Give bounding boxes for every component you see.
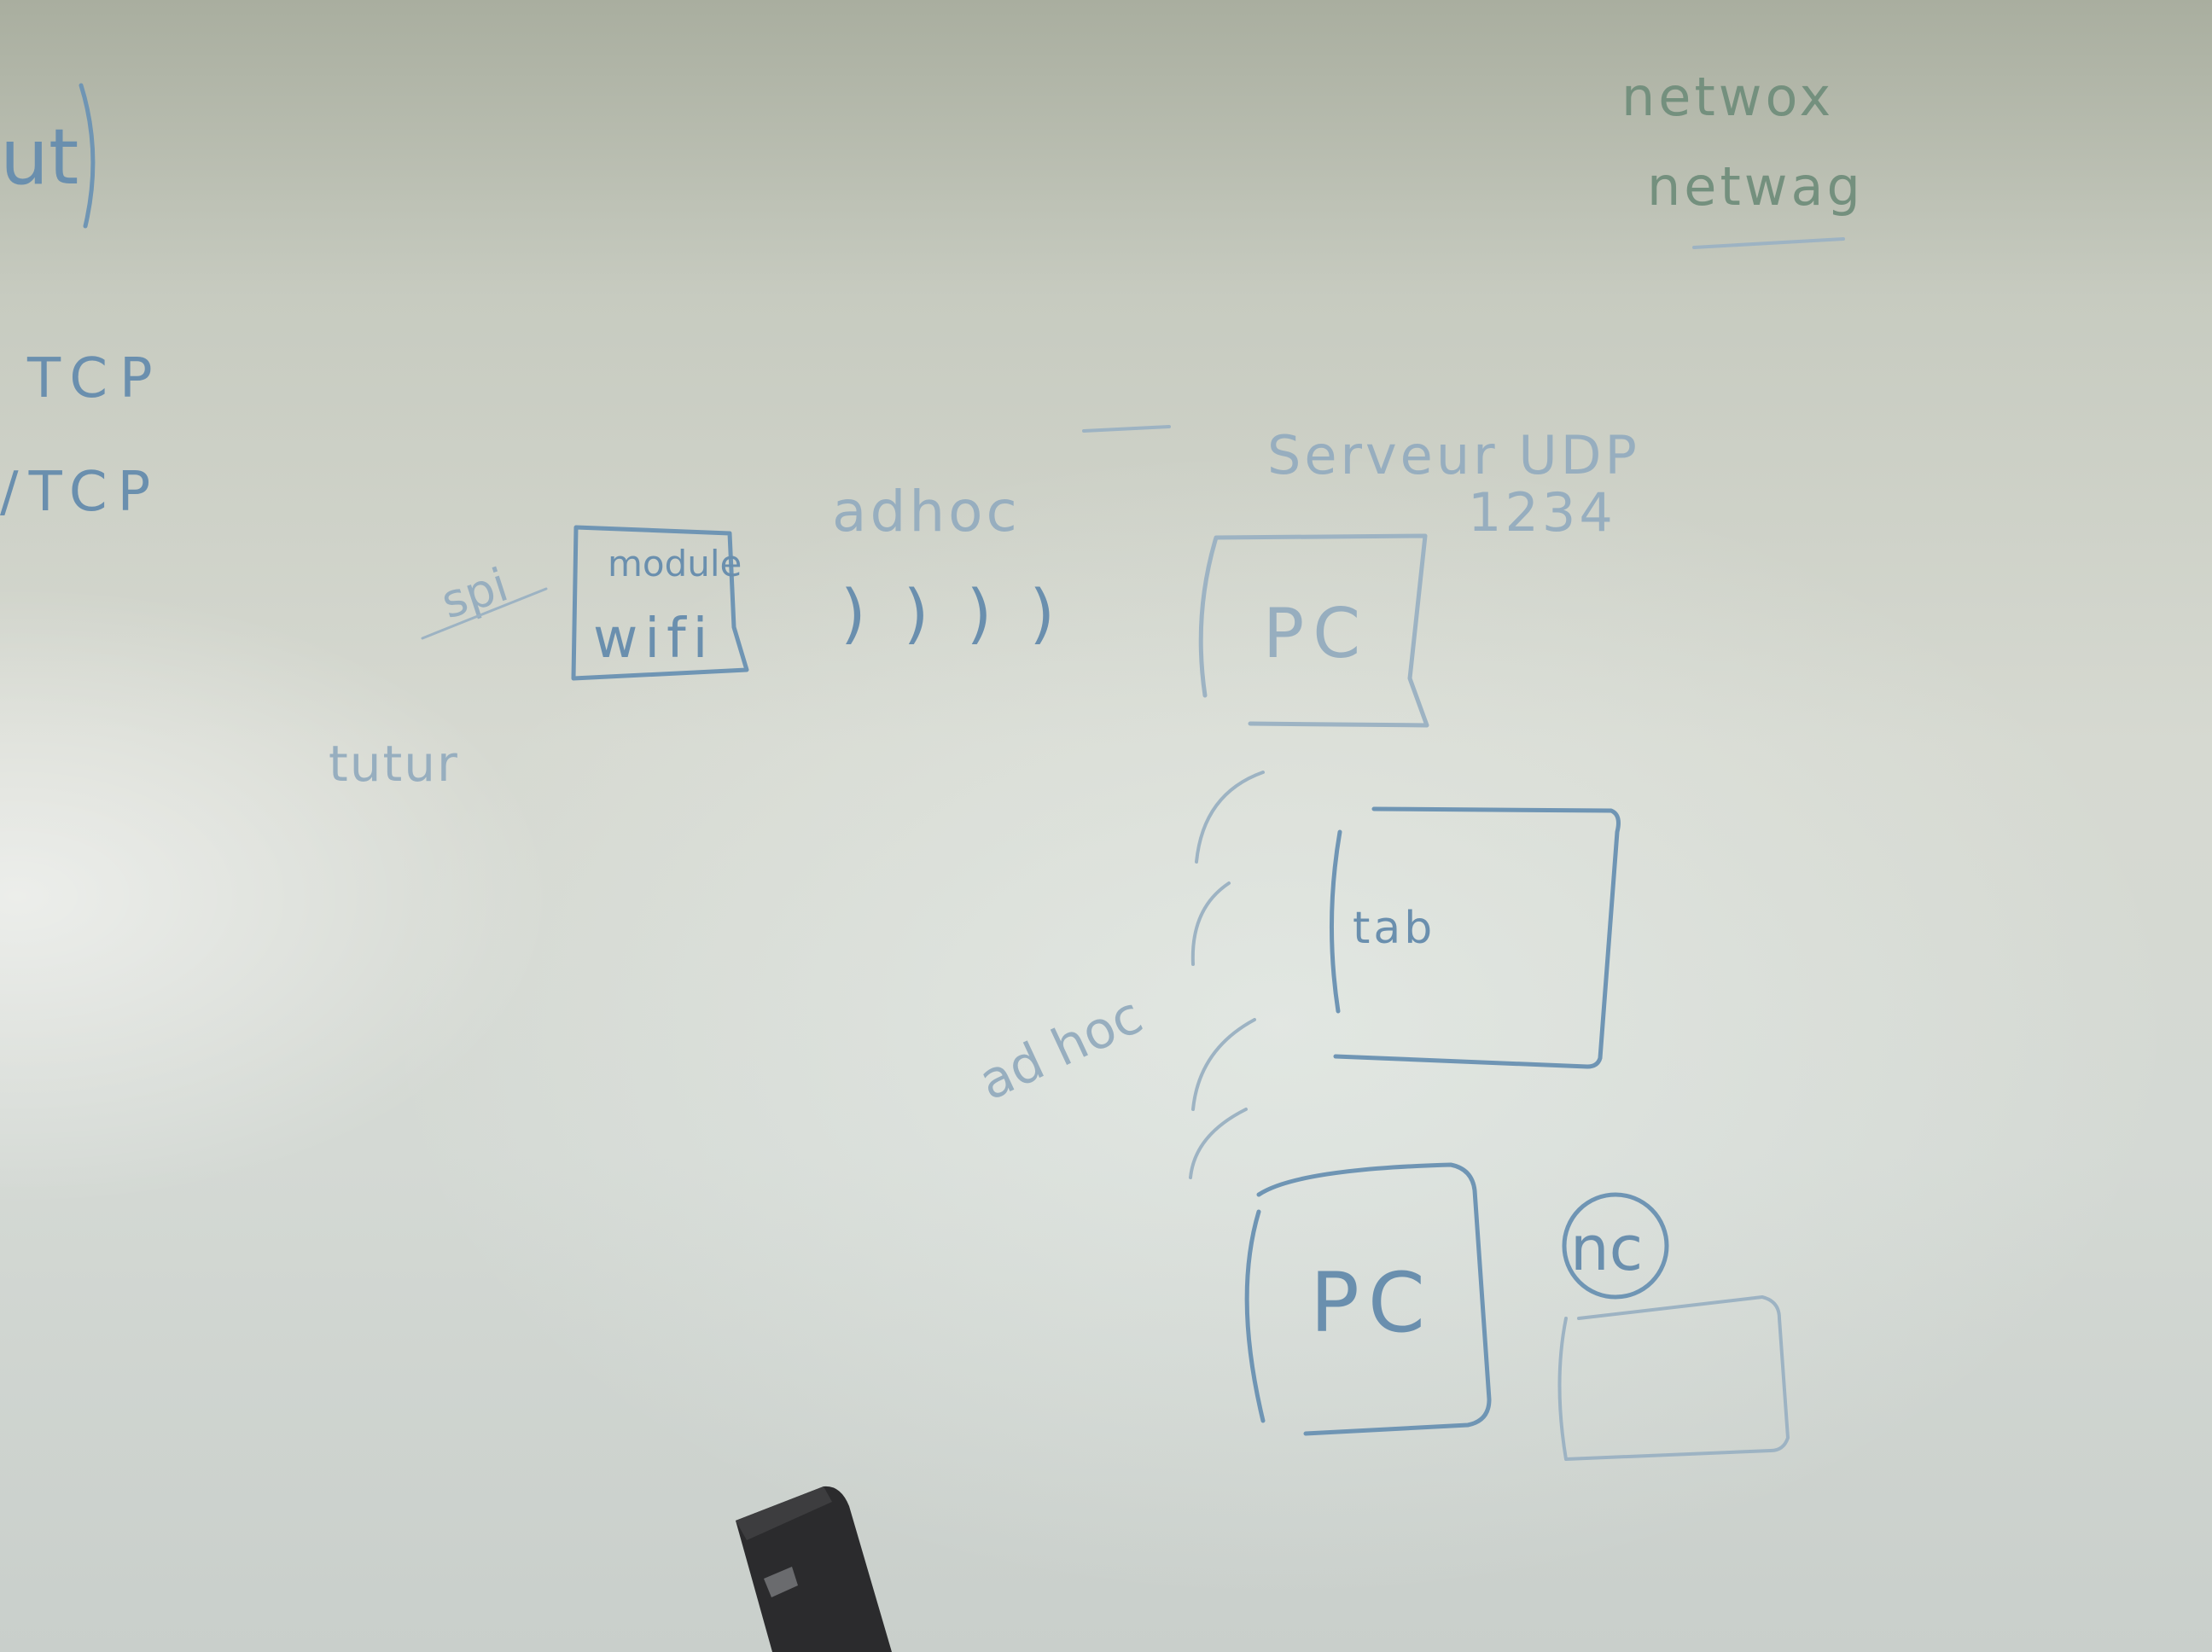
server-line [1082, 425, 1171, 433]
left-edge-parenthesis [79, 83, 96, 229]
pc-top-label: PC [1263, 594, 1369, 673]
wifi-module-box [571, 525, 749, 681]
netwox-label: netwox [1621, 66, 1834, 128]
adhoc-lower-label: ad hoc [970, 986, 1151, 1113]
pc-bottom-label: PC [1310, 1255, 1434, 1351]
tab-label: tab [1353, 903, 1435, 954]
connection-arc-2 [1190, 881, 1231, 966]
eraser-body [736, 1486, 892, 1652]
module-label: module [608, 543, 742, 585]
server-label: Serveur UDP [1267, 424, 1640, 486]
wifi-label: wifi [593, 608, 714, 671]
connection-arc-4 [1189, 1108, 1248, 1179]
label-tcp-slash: /TCP [0, 461, 160, 524]
tablet-box [1329, 806, 1621, 1069]
eraser-top-face [736, 1486, 832, 1540]
wireless-waves: ) ) ) ) [841, 575, 1063, 651]
label-tcp: TCP [26, 347, 165, 410]
netwag-label: netwag [1647, 155, 1864, 218]
pc-bottom-box [1244, 1162, 1492, 1436]
nc-box [1557, 1295, 1790, 1461]
nc-circle [1562, 1192, 1669, 1300]
connection-arc-1 [1195, 771, 1265, 864]
nc-label: nc [1570, 1213, 1643, 1284]
spi-line [421, 587, 548, 640]
netwag-underline [1692, 237, 1845, 249]
connection-arc-3 [1191, 1018, 1256, 1111]
eraser-grip-mark [764, 1567, 798, 1597]
adhoc-top-label: adhoc [832, 479, 1021, 544]
faint-left-label: tutur [329, 735, 459, 793]
left-edge-fragment: ut [0, 113, 79, 202]
port-label: 1234 [1468, 481, 1616, 544]
pc-top-box [1198, 533, 1429, 728]
